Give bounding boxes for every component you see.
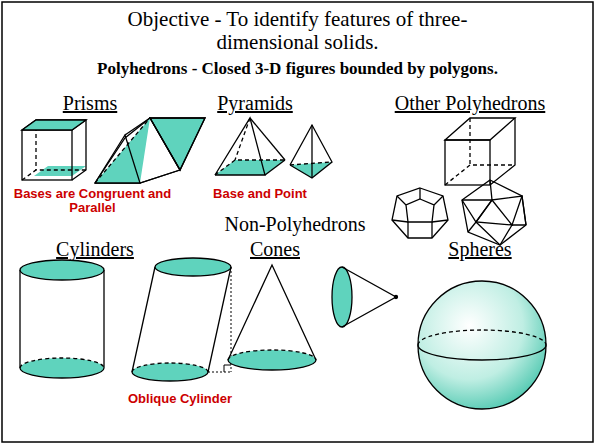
feature-note: Oblique Cylinder	[120, 392, 240, 406]
section-heading: Other Polyhedrons	[360, 92, 580, 114]
subtitle: Polyhedrons - Closed 3-D figures bounded…	[10, 60, 585, 79]
section-heading: Non-Polyhedrons	[200, 213, 390, 235]
feature-note: Bases are Congruent and Parallel	[10, 187, 175, 216]
section-heading: Spheres	[420, 238, 540, 260]
section-heading: Cones	[220, 238, 330, 260]
feature-note: Base and Point	[205, 187, 315, 201]
section-heading: Prisms	[20, 92, 160, 114]
section-heading: Pyramids	[200, 92, 310, 114]
section-heading: Cylinders	[30, 238, 160, 260]
slide-title: Objective - To identify features of thre…	[80, 8, 515, 54]
